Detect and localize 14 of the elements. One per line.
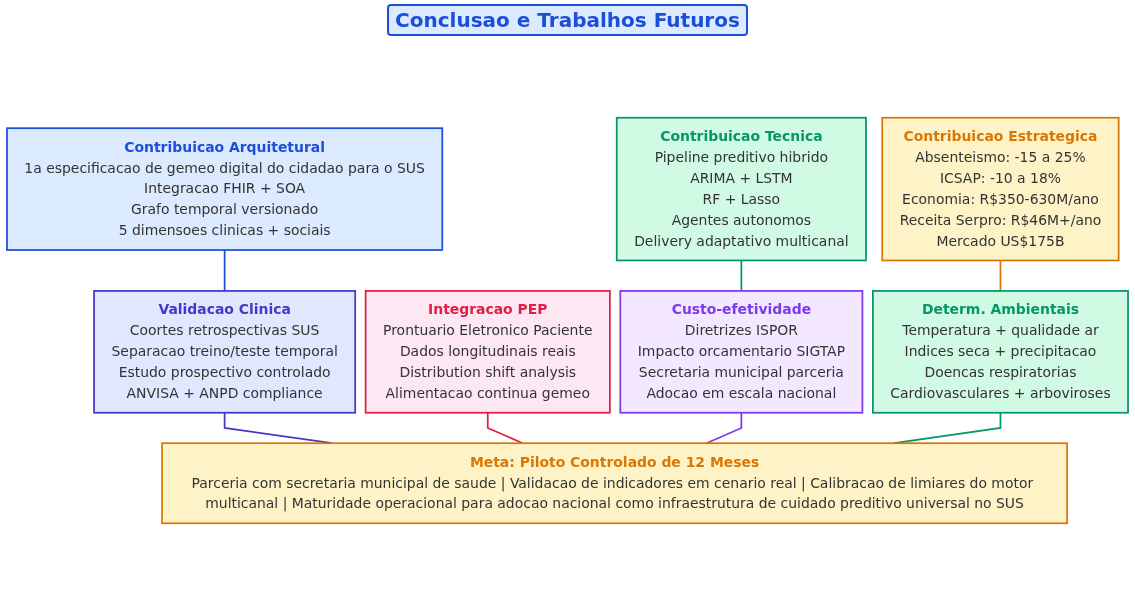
node-box: Validacao Clinica Coortes retrospectivas SUS Separacao treino/teste temporal Estudo prospectivo controlado ANVISA + ANPD compliance xyxy=(93,290,357,414)
connector xyxy=(999,259,1002,292)
node-box: Contribuicao Arquitetural 1a especificacao de gemeo digital do cidadao para o SUS Integracao FHIR + SOA Grafo temporal versionado 5 dimensoes clinicas + sociais xyxy=(6,127,444,251)
diagram-title: Conclusao e Trabalhos Futuros xyxy=(387,4,748,36)
node-box: Contribuicao Estrategica Absenteismo: -15 a 25% ICSAP: -10 a 18% Economia: R$350-630M/ano Receita Serpro: R$46M+/ano Mercado US$175B xyxy=(881,116,1120,262)
connector xyxy=(486,411,524,445)
connector xyxy=(223,249,226,292)
node-box: Integracao PEP Prontuario Eletronico Paciente Dados longitudinais reais Distribution shift analysis Alimentacao continua gemeo xyxy=(364,290,611,414)
connector xyxy=(705,411,743,445)
connector xyxy=(740,259,743,292)
node-box: Custo-efetividade Diretrizes ISPOR Impacto orcamentario SIGTAP Secretaria municipal parceria Adocao em escala nacional xyxy=(619,290,864,414)
node-box: Determ. Ambientais Temperatura + qualidade ar Indices seca + precipitacao Doencas respiratorias Cardiovasculares + arboviroses xyxy=(872,290,1129,414)
node-box: Contribuicao Tecnica Pipeline preditivo hibrido ARIMA + LSTM RF + Lasso Agentes autonomos Delivery adaptativo multicanal xyxy=(615,116,867,262)
node-box: Meta: Piloto Controlado de 12 Meses Parceria com secretaria municipal de saude | Validacao de indicadores em cenario real | Calibracao de limiares do motor multicanal | Maturidade operacional para adocao nacional como infraestrutura de cuidado preditivo universal no SUS xyxy=(161,442,1068,525)
